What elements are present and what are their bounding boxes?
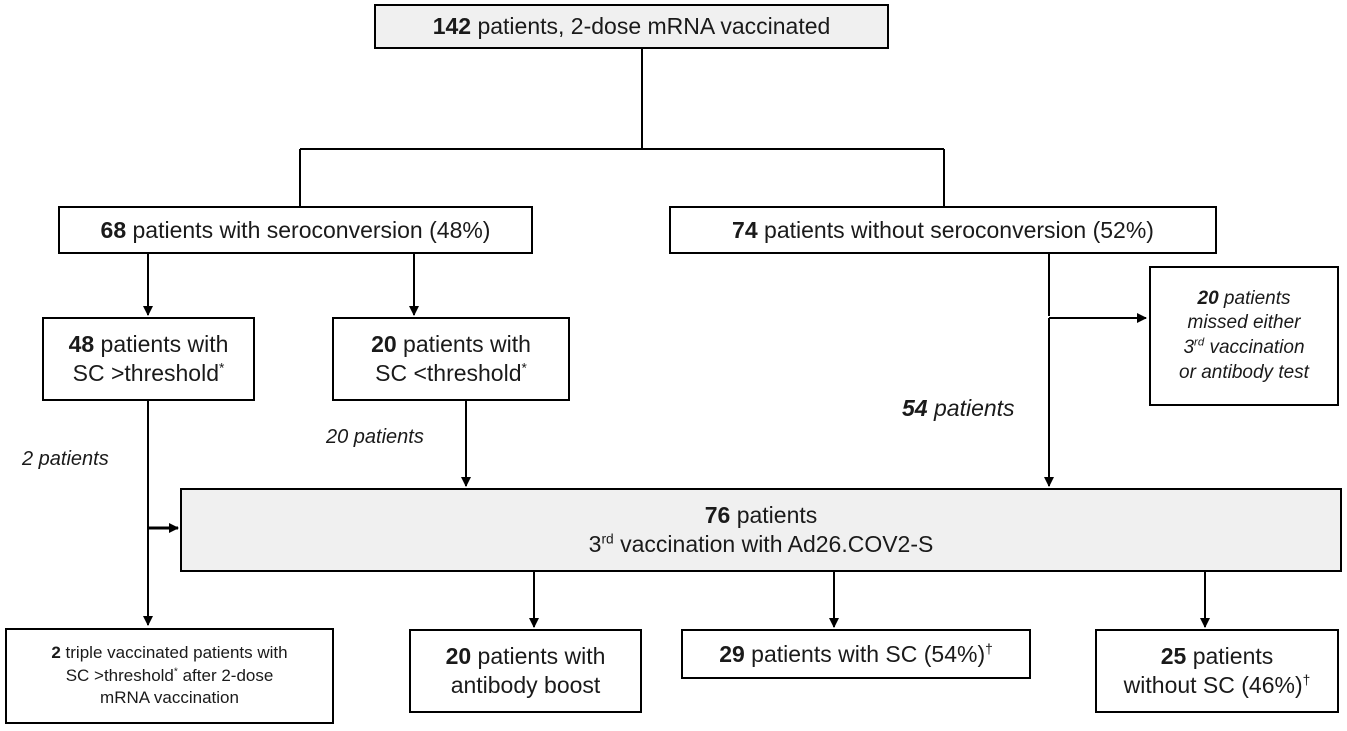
box-without-sc: 25 patients without SC (46%)† bbox=[1095, 629, 1339, 713]
box-seroconversion: 68 patients with seroconversion (48%) bbox=[58, 206, 533, 254]
label-54-patients: 54 patients bbox=[902, 395, 1015, 421]
label-20-patients: 20 patients bbox=[326, 426, 424, 448]
box-triple-vaccinated: 2 triple vaccinated patients with SC >th… bbox=[5, 628, 334, 724]
box-antibody-boost: 20 patients with antibody boost bbox=[409, 629, 642, 713]
box-sc-below-threshold: 20 patients with SC <threshold* bbox=[332, 317, 570, 401]
box-sc-above-threshold: 48 patients with SC >threshold* bbox=[42, 317, 255, 401]
box-third-vaccination: 76 patients 3rd vaccination with Ad26.CO… bbox=[180, 488, 1342, 572]
box-missed: 20 patients missed either 3rd vaccinatio… bbox=[1149, 266, 1339, 406]
box-total-vaccinated: 142 patients, 2-dose mRNA vaccinated bbox=[374, 4, 889, 49]
box-with-sc: 29 patients with SC (54%)† bbox=[681, 629, 1031, 679]
box-no-seroconversion: 74 patients without seroconversion (52%) bbox=[669, 206, 1217, 254]
label-2-patients: 2 patients bbox=[22, 448, 109, 470]
